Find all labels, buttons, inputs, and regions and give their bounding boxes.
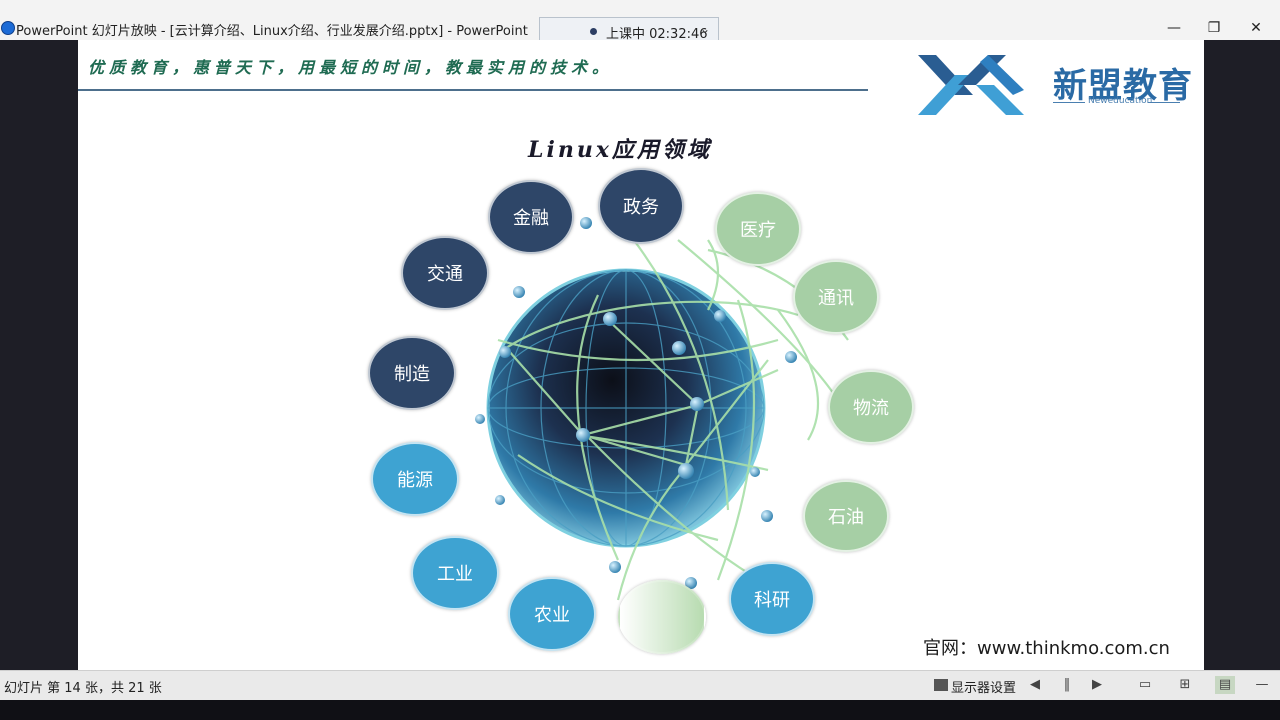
timer-status-icon — [590, 28, 597, 35]
letterbox-right — [1204, 40, 1280, 670]
logo-sub-line — [1148, 102, 1180, 103]
window-title: PowerPoint 幻灯片放映 - [云计算介绍、Linux介绍、行业发展介绍… — [16, 24, 528, 39]
normal-view-button[interactable]: ▭ — [1138, 677, 1152, 692]
pause-button[interactable]: ‖ — [1063, 677, 1071, 692]
slide-slogan: 优质教育，惠普天下，用最短的时间，教最实用的技术。 — [88, 58, 614, 77]
bubble-finance: 金融 — [488, 180, 574, 254]
bubble-fading — [618, 580, 706, 654]
slide-title: Linux应用领域 — [528, 137, 712, 163]
bubble-transport: 交通 — [401, 236, 489, 310]
next-slide-button[interactable]: ▶ — [1092, 677, 1102, 692]
status-bar: 幻灯片 第 14 张，共 21 张 显示器设置 ◀ ‖ ▶ ▭ ⊞ ▤ — — [0, 670, 1280, 701]
zoom-out-button[interactable]: — — [1255, 677, 1269, 692]
powerpoint-icon — [1, 21, 15, 35]
network-nodes — [475, 217, 797, 589]
display-settings-button[interactable]: 显示器设置 — [951, 681, 1017, 696]
bubble-energy: 能源 — [371, 442, 459, 516]
logo-text: 新盟教育 — [1053, 66, 1193, 106]
bubble-manufacturing: 制造 — [368, 336, 456, 410]
minimize-button[interactable]: — — [1167, 20, 1181, 36]
window-titlebar: PowerPoint 幻灯片放映 - [云计算介绍、Linux介绍、行业发展介绍… — [0, 0, 1280, 44]
logo-sub-line — [1053, 102, 1085, 103]
bubble-medical: 医疗 — [715, 192, 801, 266]
bubble-telecom: 通讯 — [793, 260, 879, 334]
xinmeng-logo-icon — [918, 55, 1024, 115]
slide-canvas[interactable]: 优质教育，惠普天下，用最短的时间，教最实用的技术。 新盟教育 Neweducat… — [78, 40, 1204, 670]
bubble-government: 政务 — [598, 168, 684, 244]
globe-illustration — [475, 217, 849, 601]
chevron-down-icon[interactable]: ⌄ — [700, 22, 711, 36]
network-lines — [497, 219, 849, 601]
bubble-petroleum: 石油 — [803, 480, 889, 552]
bubble-logistics: 物流 — [828, 370, 914, 444]
bubble-agriculture: 农业 — [508, 577, 596, 651]
header-divider — [78, 89, 868, 91]
letterbox-left — [0, 40, 78, 670]
website-url: 官网：www.thinkmo.com.cn — [923, 638, 1170, 659]
bubble-research: 科研 — [729, 562, 815, 636]
slide-counter: 幻灯片 第 14 张，共 21 张 — [4, 681, 162, 696]
restore-button[interactable]: ❐ — [1207, 20, 1221, 36]
bubble-industry: 工业 — [411, 536, 499, 610]
monitor-icon — [934, 679, 948, 691]
previous-slide-button[interactable]: ◀ — [1030, 677, 1040, 692]
slide-sorter-button[interactable]: ⊞ — [1179, 677, 1191, 692]
timer-text: 上课中 02:32:46 — [606, 27, 708, 42]
reading-view-button[interactable]: ▤ — [1215, 676, 1235, 694]
logo-subtitle: Neweducation — [1088, 96, 1153, 106]
screen-bottom-strip — [0, 700, 1280, 720]
close-button[interactable]: ✕ — [1250, 20, 1262, 36]
